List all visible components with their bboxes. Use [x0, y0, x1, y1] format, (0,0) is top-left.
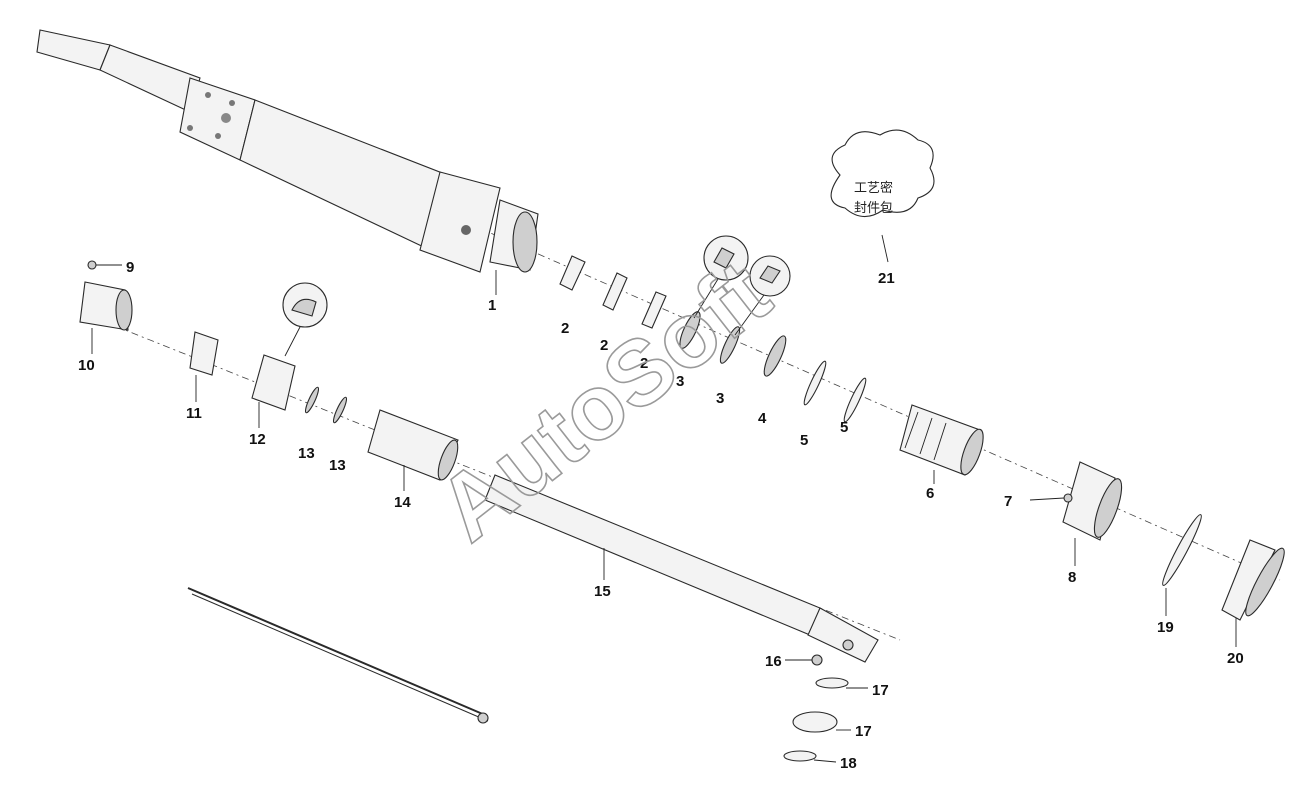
callout-5a: 5: [800, 432, 808, 449]
cloud-note-line-2: 封件包: [854, 201, 893, 216]
callout-3b: 3: [716, 390, 724, 407]
callout-13b: 13: [329, 457, 346, 474]
callout-6: 6: [926, 485, 934, 502]
callout-17a: 17: [872, 682, 889, 699]
callout-7: 7: [1004, 493, 1012, 510]
part-19-ring: [1162, 514, 1202, 586]
callout-17b: 18: [840, 755, 857, 772]
part-18-bushing: [792, 711, 838, 733]
part-21-seal-kit: [830, 129, 935, 263]
part-10-end-fitting: [79, 281, 133, 331]
callout-20: 20: [1227, 650, 1244, 667]
part-16-nut: [811, 654, 823, 666]
callout-11: 11: [186, 405, 202, 422]
callout-labels: 1 2 2 2 3 3 4 5 5 6 7 8 9 10 11 12 13 13…: [78, 180, 1244, 772]
callout-5b: 5: [840, 419, 848, 436]
part-12-bushing: [251, 282, 328, 411]
part-2-rings: [559, 255, 667, 329]
part-14-tube: [367, 409, 459, 481]
callout-2a: 2: [561, 320, 569, 337]
callout-10: 10: [78, 357, 95, 374]
callout-14: 14: [394, 494, 411, 511]
callout-16: 16: [765, 653, 782, 670]
callout-15: 15: [594, 583, 611, 600]
callout-12: 12: [249, 431, 266, 448]
callout-3a: 3: [676, 373, 684, 390]
callout-2b: 2: [600, 337, 608, 354]
hose-assembly: [187, 587, 489, 724]
part-7-screw: [1029, 493, 1073, 503]
callout-2c: 2: [640, 355, 648, 372]
callout-4: 4: [758, 410, 767, 427]
callout-9: 9: [126, 259, 134, 276]
part-4-o-ring: [763, 335, 787, 377]
callout-13a: 13: [298, 445, 315, 462]
part-11-ring: [189, 331, 219, 376]
callout-8: 8: [1068, 569, 1076, 586]
callout-18: 17: [855, 723, 872, 740]
part-8-gland: [1062, 461, 1123, 541]
part-17-clips: [783, 677, 849, 762]
watermark-text: AutoSoft: [420, 241, 789, 560]
part-13-seals: [304, 386, 348, 424]
callout-19: 19: [1157, 619, 1174, 636]
part-5-backup-rings: [803, 360, 867, 423]
callout-21: 21: [878, 270, 895, 287]
callout-1: 1: [488, 297, 496, 314]
part-15-piston-rod: [484, 474, 879, 663]
part-9-nipple: [87, 260, 122, 270]
part-1-cylinder-barrel: [36, 29, 539, 273]
cloud-note-line-1: 工艺密: [854, 180, 893, 196]
part-3-seals: [679, 235, 791, 364]
part-20-end-cap: [1221, 539, 1285, 621]
part-6-piston: [899, 404, 984, 476]
